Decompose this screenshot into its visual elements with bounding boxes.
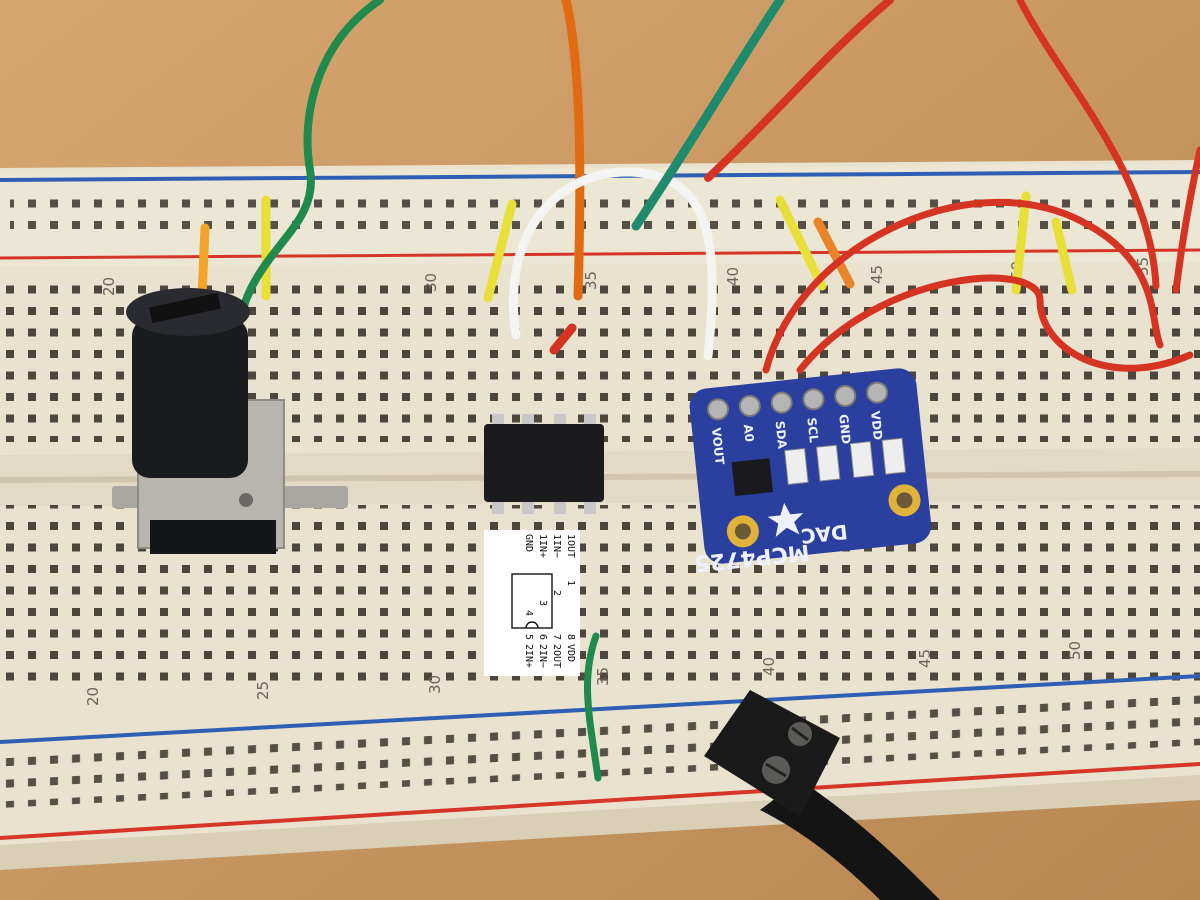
- teal-wire: [631, 0, 785, 231]
- row-number: 20: [84, 687, 102, 706]
- row-number: 35: [582, 271, 600, 290]
- pin-number: 7: [551, 634, 562, 640]
- red-wire-d: [1016, 0, 1160, 290]
- orange-wire: [561, 0, 585, 301]
- row-number: 25: [254, 681, 272, 700]
- dac-header-pins: [706, 381, 889, 421]
- long-wires: [234, 0, 1200, 782]
- pin-number: 3: [537, 600, 548, 606]
- smd-resistor: [881, 437, 907, 475]
- dac-pin-label: VDD: [868, 410, 885, 441]
- smd-resistor: [784, 447, 809, 485]
- dac-breakout-board: VOUT A0 SDA SCL GND VDD MCP4725 DAC: [689, 368, 932, 576]
- pin-number: 4: [523, 610, 534, 616]
- pin-label: 2OUT: [551, 644, 562, 668]
- dip-chip: [484, 414, 604, 514]
- pin-number: 2: [551, 590, 562, 596]
- bottom-rail-holes: [0, 687, 1200, 808]
- row-number: 30: [422, 273, 440, 292]
- pin-label: 2IN+: [523, 644, 534, 668]
- pinout-label: 1OUT 1IN− 1IN+ GND 1 2 3 4 8 7 6 5 VDD 2…: [484, 530, 580, 676]
- pin-number: 6: [537, 634, 548, 640]
- pin-label: GND: [523, 534, 534, 552]
- pin-label: 1IN−: [551, 534, 562, 558]
- row-number: 40: [724, 267, 742, 286]
- red-wire-a: [704, 0, 894, 182]
- row-number: 45: [868, 265, 886, 284]
- pin-label: 1OUT: [565, 534, 576, 558]
- dac-pin-label: SCL: [804, 417, 821, 444]
- green-wire: [234, 0, 384, 334]
- top-rail-holes-2: [10, 214, 1190, 236]
- pin-label: 1IN+: [537, 534, 548, 558]
- dac-pin-label: GND: [836, 414, 853, 445]
- red-wire-e: [1172, 146, 1200, 294]
- green-wire-bottom: [583, 632, 602, 782]
- smd-resistor: [815, 444, 841, 482]
- potentiometer: [112, 288, 348, 554]
- bottom-rail-red-line: [0, 762, 1200, 840]
- pin-number: 1: [565, 580, 576, 586]
- pin-number: 5: [523, 634, 534, 640]
- row-number: 30: [426, 675, 444, 694]
- bottom-rail-blue-line: [0, 674, 1200, 744]
- pin-label: 2IN−: [537, 644, 548, 668]
- row-number: 35: [594, 667, 612, 686]
- smd-resistor: [849, 441, 875, 479]
- short-jumpers: [197, 191, 1077, 355]
- red-wire-b: [762, 198, 1164, 374]
- row-number: 20: [100, 277, 118, 296]
- dac-subtitle: DAC: [800, 520, 849, 549]
- pin-label: VDD: [565, 644, 576, 662]
- screw-terminal: [704, 690, 940, 900]
- dac-pin-label: A0: [741, 424, 757, 443]
- row-number: 45: [916, 649, 934, 668]
- dac-ic: [731, 458, 773, 497]
- pin-number: 8: [565, 634, 576, 640]
- white-wire: [508, 167, 717, 361]
- dac-pin-label: VOUT: [709, 427, 727, 466]
- row-number: 40: [760, 657, 778, 676]
- logo-star: [767, 502, 804, 538]
- red-wire-c: [796, 274, 1194, 374]
- bottom-row-numbers: 20 25 30 35 40 45 50: [84, 641, 1084, 706]
- dac-pin-label: SDA: [773, 420, 790, 450]
- row-number: 50: [1066, 641, 1084, 660]
